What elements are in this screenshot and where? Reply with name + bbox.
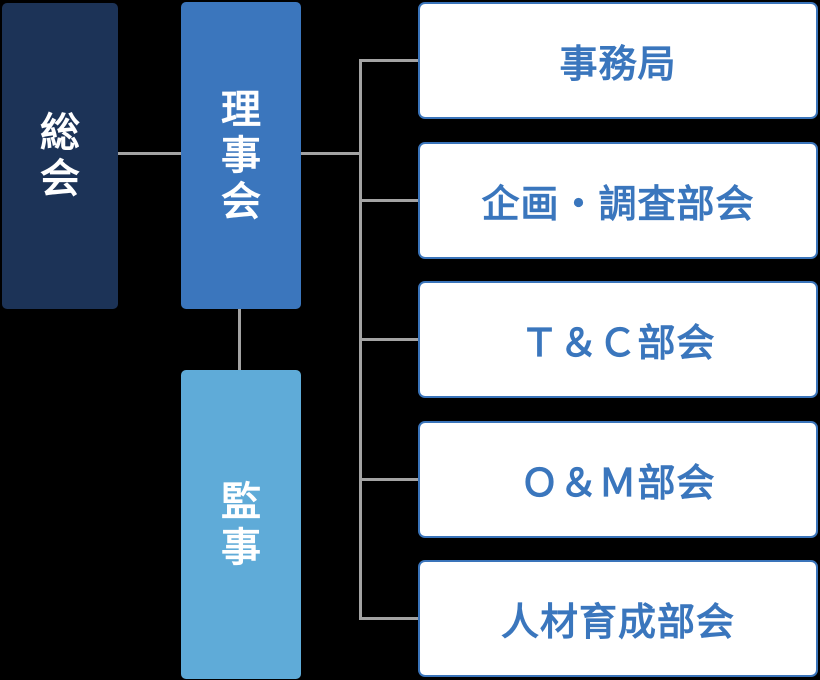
node-planning-research-subcommittee: 企画・調査部会 <box>418 142 818 259</box>
connector-branch-tc <box>359 338 418 341</box>
node-tc-subcommittee-label: Ｔ＆Ｃ部会 <box>520 323 716 365</box>
node-auditor: 監事 <box>181 370 301 679</box>
node-general-assembly-label: 総会 <box>40 111 80 201</box>
node-secretariat-label: 事務局 <box>559 44 677 86</box>
node-tc-subcommittee: Ｔ＆Ｃ部会 <box>418 281 818 398</box>
connector-board-auditor <box>238 309 241 370</box>
connector-branch-planning-research <box>359 199 418 202</box>
node-secretariat: 事務局 <box>418 2 818 119</box>
node-board-of-directors-label: 理事会 <box>221 87 261 224</box>
node-board-of-directors: 理事会 <box>181 2 301 309</box>
node-om-subcommittee: Ｏ＆Ｍ部会 <box>418 421 818 538</box>
connector-branch-hr-development <box>359 617 418 620</box>
node-om-subcommittee-label: Ｏ＆Ｍ部会 <box>520 463 716 505</box>
connector-branch-om <box>359 478 418 481</box>
node-hr-development-subcommittee: 人材育成部会 <box>418 560 818 677</box>
connector-board-trunk <box>301 152 360 155</box>
node-planning-research-subcommittee-label: 企画・調査部会 <box>481 184 755 226</box>
node-general-assembly: 総会 <box>2 3 118 309</box>
node-auditor-label: 監事 <box>221 479 261 570</box>
node-hr-development-subcommittee-label: 人材育成部会 <box>500 602 735 644</box>
connector-branch-secretariat <box>359 59 418 62</box>
connector-general-assembly-board <box>118 152 181 155</box>
